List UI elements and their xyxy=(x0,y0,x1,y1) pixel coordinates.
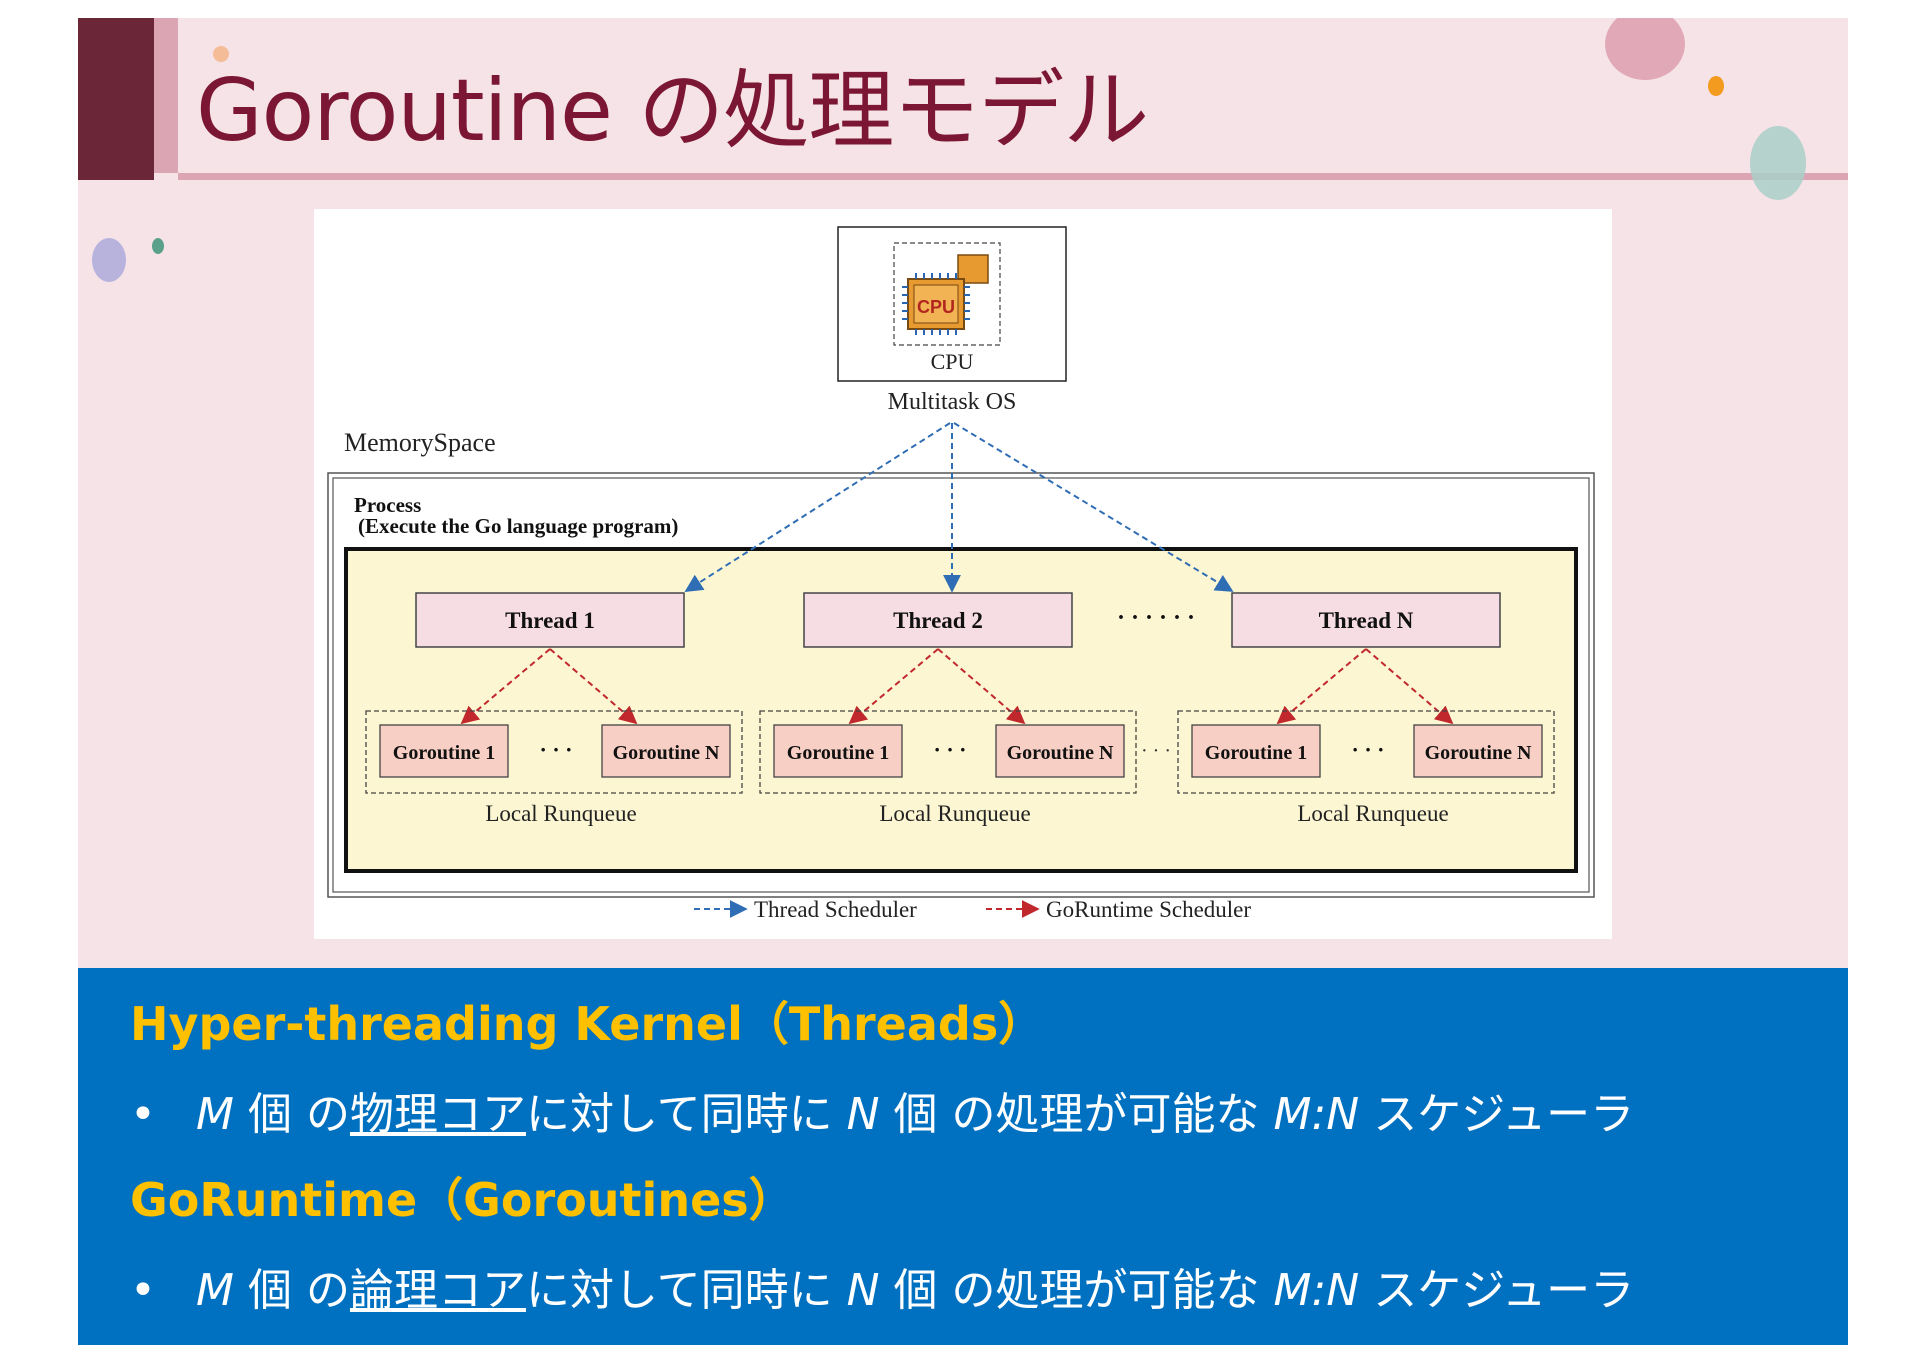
goroutine-label: Goroutine N xyxy=(1425,742,1532,764)
title-accent-bar xyxy=(78,18,154,180)
text-part: スケジューラ xyxy=(1359,1089,1635,1140)
bullet-marker: • xyxy=(130,1265,156,1316)
text-part: 個 の xyxy=(233,1089,350,1140)
thread-box-n xyxy=(1231,592,1501,648)
cpu-label: CPU xyxy=(931,349,974,374)
process-label: Process xyxy=(354,493,421,517)
var-m: M xyxy=(196,1265,234,1316)
heading-goroutines: GoRuntime（Goroutines） xyxy=(130,1173,795,1227)
text-part: に対して同時に xyxy=(525,1265,847,1316)
runqueue-label: Local Runqueue xyxy=(879,801,1030,826)
bullet-marker: • xyxy=(130,1089,156,1140)
cpu-chip-icon: CPU xyxy=(902,254,989,335)
legend-runtime-scheduler: GoRuntime Scheduler xyxy=(1046,897,1251,922)
process-sublabel: (Execute the Go language program) xyxy=(358,514,678,538)
thread-scheduler-arrow xyxy=(684,422,951,592)
diagram-card: CPU CPU Multitask OS MemorySpace Process… xyxy=(314,209,1612,939)
thread-label: Thread 1 xyxy=(505,608,595,633)
runtime-scheduler-arrow xyxy=(460,648,551,725)
title-rule xyxy=(178,173,1848,180)
thread-label: Thread N xyxy=(1319,608,1414,633)
os-label: Multitask OS xyxy=(888,389,1017,415)
runqueue-box-2 xyxy=(759,710,1137,794)
bullet-threads: • M 個 の物理コアに対して同時に N 個 の処理が可能な M:N スケジューラ xyxy=(130,1078,1634,1142)
goroutine-box xyxy=(1191,724,1321,778)
text-part: スケジューラ xyxy=(1359,1265,1635,1316)
runqueue-ellipsis: · · · xyxy=(1141,740,1171,762)
decor-dot xyxy=(1708,76,1724,96)
goroutine-ellipsis: · · · xyxy=(1351,737,1384,762)
decor-dot xyxy=(152,238,164,254)
legend-thread-scheduler: Thread Scheduler xyxy=(754,897,917,922)
var-n: N xyxy=(846,1089,880,1140)
goroutine-label: Goroutine N xyxy=(613,742,720,764)
cpu-icon-text: CPU xyxy=(917,297,955,317)
goroutine-box xyxy=(379,724,509,778)
thread-box-2 xyxy=(803,592,1073,648)
cpu-icon-frame xyxy=(893,242,1001,346)
thread-scheduler-arrow xyxy=(953,422,1234,592)
runqueue-label: Local Runqueue xyxy=(1297,801,1448,826)
text-part: 個 の xyxy=(233,1265,350,1316)
text-part: 個 の処理が可能な xyxy=(879,1265,1274,1316)
heading-threads: Hyper-threading Kernel（Threads） xyxy=(130,997,1045,1051)
decor-dot xyxy=(92,238,126,282)
goroutine-box xyxy=(995,724,1125,778)
physical-core-term: 物理コア xyxy=(349,1089,526,1140)
var-mn: M:N xyxy=(1273,1265,1360,1316)
logical-core-term: 論理コア xyxy=(349,1265,526,1316)
runtime-scheduler-arrow xyxy=(549,648,638,725)
decor-dot xyxy=(213,46,229,62)
text-part: 個 の処理が可能な xyxy=(879,1089,1274,1140)
slide-title: Goroutine の処理モデル xyxy=(196,61,1149,161)
goroutine-label: Goroutine 1 xyxy=(1205,742,1307,764)
goroutine-ellipsis: · · · xyxy=(933,737,966,762)
architecture-diagram: CPU CPU Multitask OS MemorySpace Process… xyxy=(327,226,1595,922)
goroutine-box xyxy=(1413,724,1543,778)
text-part: に対して同時に xyxy=(525,1089,847,1140)
thread-ellipsis: · · · · · · xyxy=(1117,605,1195,631)
runqueue-box-n xyxy=(1177,710,1555,794)
title-accent-bar-light xyxy=(154,18,178,173)
goroutine-box xyxy=(773,724,903,778)
description-panel: Hyper-threading Kernel（Threads） •M 個 の物理… xyxy=(78,968,1848,1345)
memory-space-inner xyxy=(332,477,1590,893)
memory-label: MemorySpace xyxy=(344,428,496,457)
runqueue-box-1 xyxy=(365,710,743,794)
var-m: M xyxy=(196,1089,234,1140)
var-mn: M:N xyxy=(1273,1089,1360,1140)
goroutine-ellipsis: · · · xyxy=(539,737,572,762)
goroutine-label: Goroutine 1 xyxy=(787,742,889,764)
bullet-goroutines: • M 個 の論理コアに対して同時に N 個 の処理が可能な M:N スケジューラ xyxy=(130,1254,1634,1318)
var-n: N xyxy=(846,1265,880,1316)
decor-dot xyxy=(1605,18,1685,80)
goroutine-box xyxy=(601,724,731,778)
slide: Goroutine の処理モデル xyxy=(78,18,1848,1345)
runqueue-label: Local Runqueue xyxy=(485,801,636,826)
goroutine-label: Goroutine 1 xyxy=(393,742,495,764)
goroutine-label: Goroutine N xyxy=(1007,742,1114,764)
decor-dot xyxy=(1750,126,1806,200)
thread-label: Thread 2 xyxy=(893,608,983,633)
thread-box-1 xyxy=(415,592,685,648)
